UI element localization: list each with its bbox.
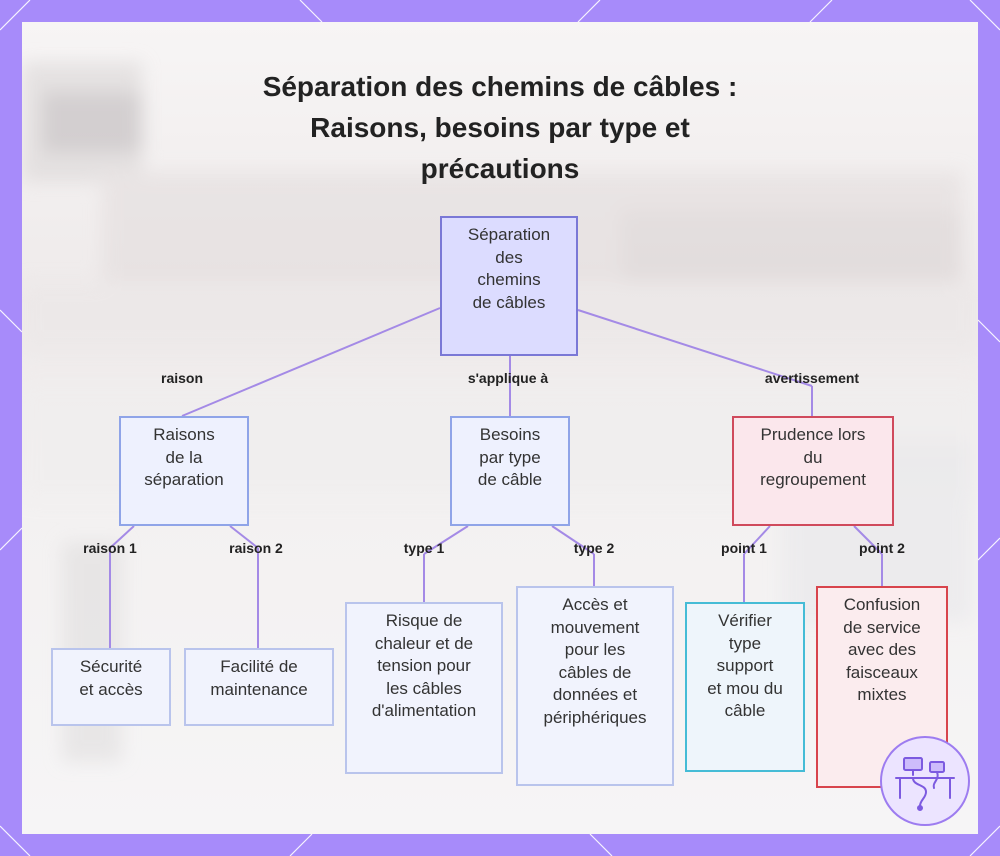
node-data-line: périphériques — [543, 707, 647, 727]
node-confusion-line: mixtes — [857, 685, 907, 704]
edge-label-applique: s'applique à — [467, 370, 549, 386]
edge-label-type2: type 2 — [573, 540, 615, 556]
node-power-line: Risque de — [385, 611, 463, 630]
node-power-line: tension pour — [377, 656, 471, 675]
title-line-3: précautions — [420, 153, 580, 184]
node-data-line: pour les — [564, 640, 626, 659]
node-needs-line: de câble — [477, 470, 543, 489]
node-confusion-line: Confusion — [843, 595, 921, 614]
link-root-reasons — [181, 307, 441, 417]
node-reasons-line: Raisons — [153, 425, 215, 444]
node-verify-line: câble — [724, 701, 766, 720]
title-line-2: Raisons, besoins par type et — [310, 112, 690, 143]
node-verify: Vérifier type support et mou du câble — [685, 602, 805, 772]
connector-lines — [109, 307, 883, 648]
node-confusion-line: faisceaux — [846, 662, 918, 682]
node-data: Accès et mouvement pour les câbles de do… — [516, 586, 674, 786]
node-safety-line: et accès — [79, 679, 143, 699]
node-needs: Besoins par type de câble — [450, 416, 570, 526]
diagram-title: Séparation des chemins de câbles : Raiso… — [22, 66, 978, 189]
workstation-cable-icon-graphic — [895, 757, 955, 811]
node-caution-line: regroupement — [760, 470, 866, 489]
node-root-line: de câbles — [472, 292, 546, 312]
link-needs-data — [551, 525, 595, 555]
node-power-line: chaleur et de — [374, 633, 474, 653]
node-root-line: des — [495, 247, 523, 267]
edge-label-raison1: raison 1 — [83, 540, 137, 556]
node-caution-line: du — [803, 447, 823, 467]
link-reasons-maint — [229, 525, 259, 549]
link-caution-confusion — [853, 525, 883, 555]
node-root-line: chemins — [477, 270, 541, 289]
node-reasons: Raisons de la séparation — [119, 416, 249, 526]
edge-label-avertissement: avertissement — [764, 370, 860, 386]
edge-label-raison2: raison 2 — [229, 540, 283, 556]
title-line-1: Séparation des chemins de câbles : — [262, 71, 738, 102]
node-root-line: Séparation — [467, 225, 551, 244]
node-verify-line: support — [716, 656, 774, 675]
node-needs-line: Besoins — [479, 425, 541, 444]
node-maintenance-line: maintenance — [210, 679, 308, 699]
node-power: Risque de chaleur et de tension pour les… — [345, 602, 503, 774]
link-caution-verify — [743, 525, 771, 555]
edge-label-point1: point 1 — [721, 540, 767, 556]
node-caution-line: Prudence lors — [760, 425, 866, 444]
node-safety: Sécurité et accès — [51, 648, 171, 726]
node-data-line: Accès et — [562, 595, 628, 614]
link-root-caution — [577, 309, 813, 387]
workstation-cable-icon — [880, 736, 970, 826]
node-confusion-line: de service — [843, 617, 921, 637]
node-power-line: d'alimentation — [371, 701, 477, 720]
node-reasons-line: séparation — [144, 470, 224, 489]
edge-label-type1: type 1 — [403, 540, 445, 556]
edge-label-point2: point 2 — [859, 540, 905, 556]
node-caution: Prudence lors du regroupement — [732, 416, 894, 526]
node-data-line: mouvement — [550, 617, 640, 637]
node-reasons-line: de la — [165, 447, 203, 467]
edge-label-raison: raison — [160, 370, 204, 386]
node-data-line: données et — [552, 685, 638, 704]
node-safety-line: Sécurité — [79, 657, 143, 676]
node-verify-line: et mou du — [707, 678, 783, 698]
node-needs-line: par type — [479, 447, 541, 467]
node-verify-line: type — [728, 633, 762, 653]
link-needs-power — [423, 525, 469, 555]
node-power-line: les câbles — [386, 678, 462, 698]
node-root: Séparation des chemins de câbles — [440, 216, 578, 356]
diagram-canvas: Séparation des chemins de câbles : Raiso… — [22, 22, 978, 834]
link-reasons-safety — [109, 525, 135, 549]
node-maintenance: Facilité de maintenance — [184, 648, 334, 726]
node-data-line: câbles de — [558, 662, 632, 682]
node-maintenance-line: Facilité de — [220, 657, 298, 676]
node-confusion-line: avec des — [847, 640, 917, 659]
node-verify-line: Vérifier — [718, 611, 772, 630]
